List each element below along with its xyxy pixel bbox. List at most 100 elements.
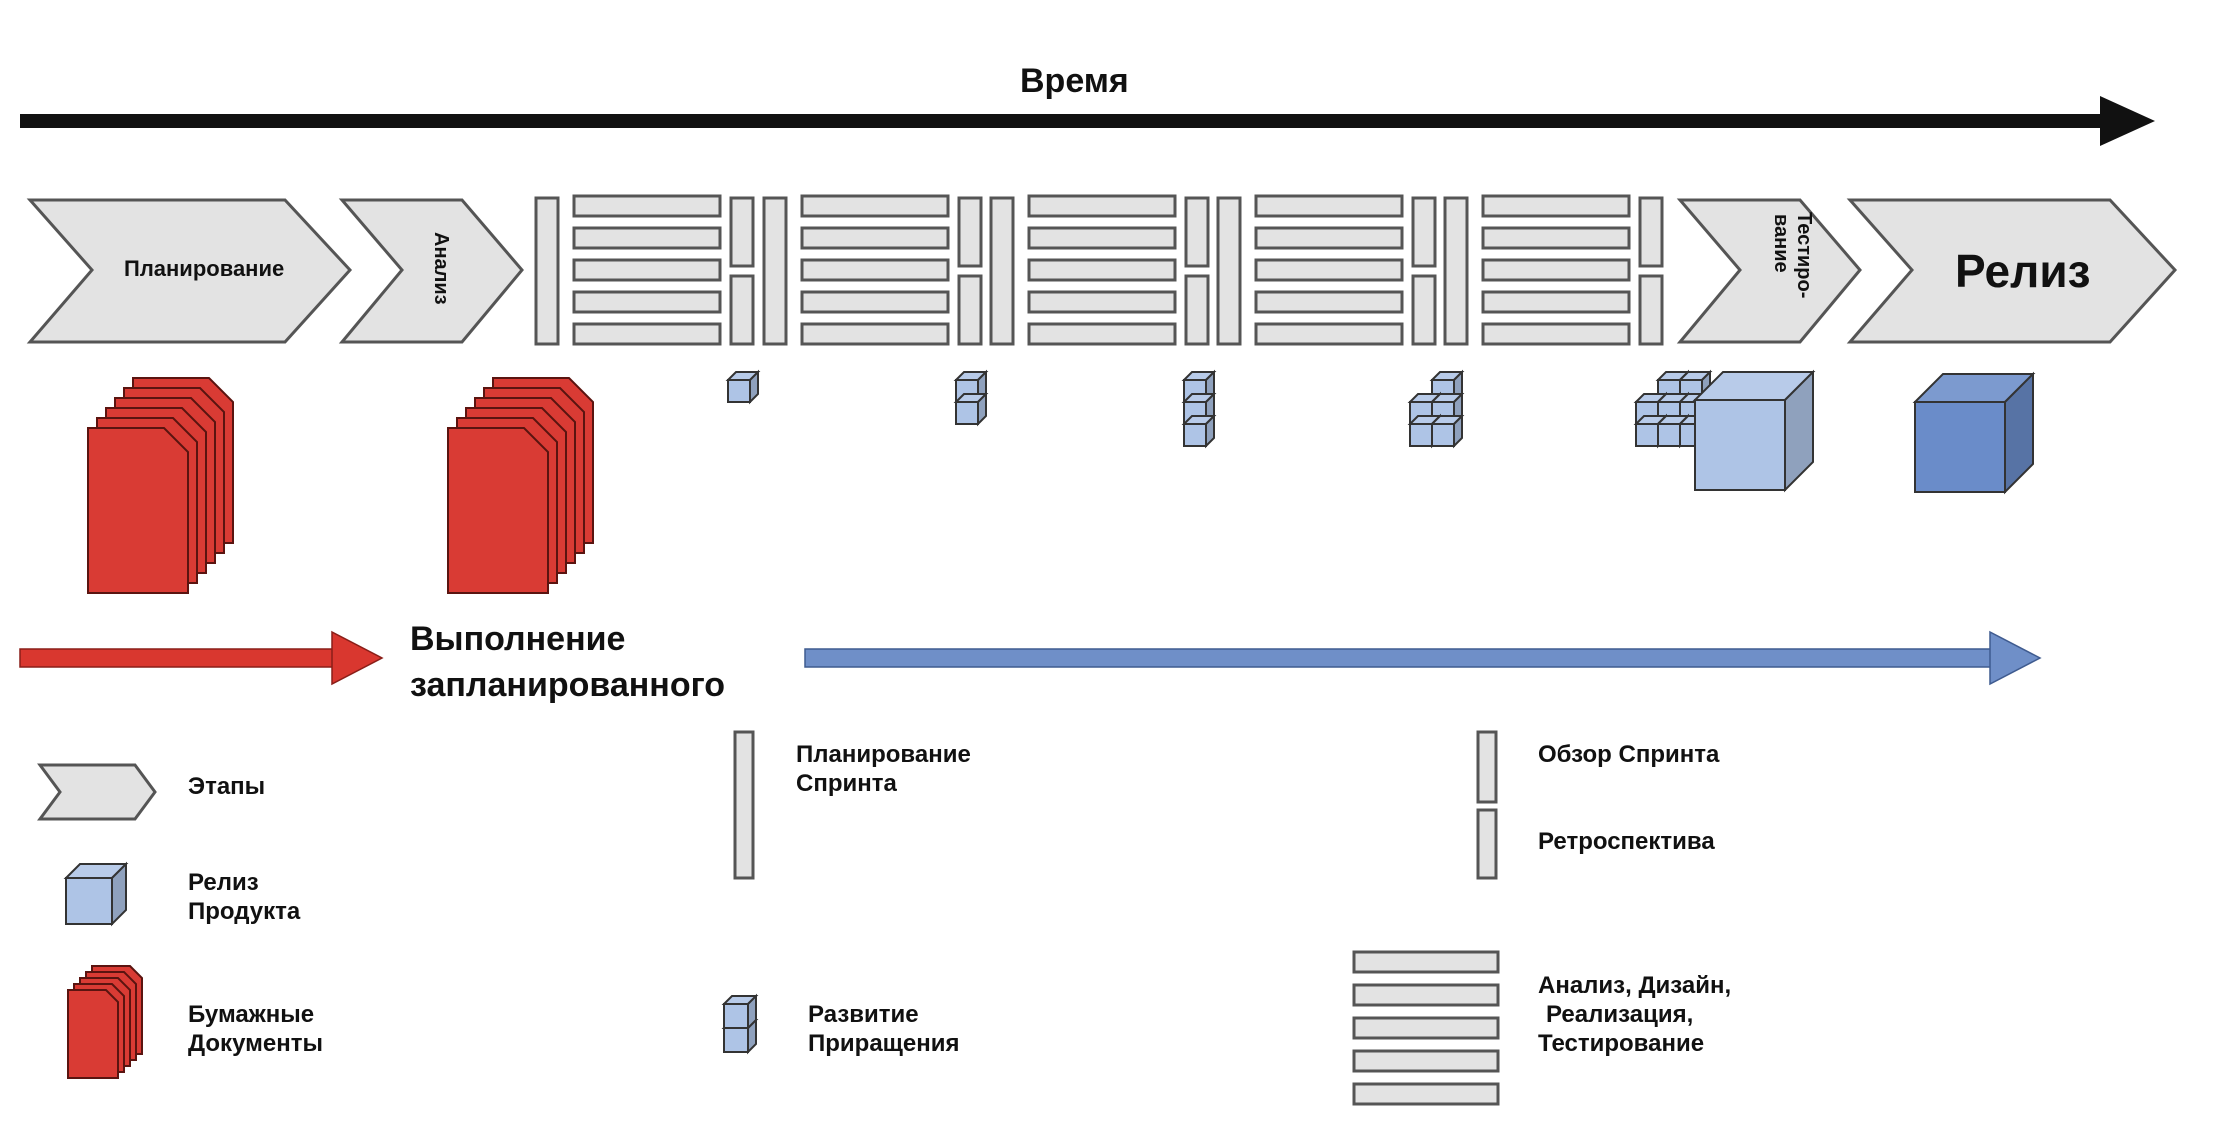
legend-work-bar (1352, 1016, 1500, 1040)
legend-work-bar (1352, 950, 1500, 974)
sprint-1 (534, 194, 755, 346)
sprint-planning-bar (989, 196, 1015, 346)
legend-chevron-icon (37, 763, 157, 821)
legend-increment-label-2: Приращения (808, 1030, 960, 1057)
increment-5 (1633, 369, 1713, 449)
legend-document-sheet (67, 989, 119, 1079)
increment-cube (1429, 413, 1465, 449)
legend-sprint-planning-bar (733, 730, 755, 880)
increment-cube-front (955, 401, 979, 425)
release-cubes-group (1692, 369, 2036, 495)
sprint-work-bar (1481, 290, 1631, 314)
increment-cube-front (1183, 423, 1207, 447)
legend-sprint-planning-label-2: Спринта (796, 770, 897, 797)
legend-sprint-review-label: Обзор Спринта (1538, 741, 1720, 768)
stage-release-label: Релиз (1955, 245, 2091, 297)
sprint-work-bar (1481, 322, 1631, 346)
legend-increment-cube-bottom (721, 1017, 759, 1055)
stage-planning-label: Планирование (124, 256, 285, 281)
sprint-work-bar (800, 194, 950, 218)
stage-analysis-chevron (338, 198, 524, 344)
sprint-work-bar (800, 258, 950, 282)
sprint-work-bar (1027, 258, 1177, 282)
time-arrow (20, 96, 2155, 146)
sprint-work-bar (1027, 226, 1177, 250)
analysis-documents (447, 377, 594, 594)
sprint-planning-bar (762, 196, 788, 346)
increment-1 (725, 369, 761, 405)
sprint-review-bar (1184, 196, 1210, 268)
sprint-work-bar (1481, 194, 1631, 218)
legend-paper-docs-icon (67, 965, 143, 1079)
legend-product-release-label-2: Продукта (188, 898, 301, 925)
sprint-planning-bar (1443, 196, 1469, 346)
sprint-work-bar (572, 290, 722, 314)
sprint-work-bar (1254, 258, 1404, 282)
planning-documents (87, 377, 234, 594)
sprint-work-bar (1254, 194, 1404, 218)
legend-paper-docs-label-1: Бумажные (188, 1001, 315, 1028)
legend-product-release-label-1: Релиз (188, 869, 259, 896)
sprint-work-bar (800, 226, 950, 250)
document-sheet (447, 427, 549, 594)
sprints-group (534, 194, 1664, 346)
sprint-work-bar (572, 194, 722, 218)
increment-cube (953, 391, 989, 427)
sprint-planning-bar (1216, 196, 1242, 346)
sprint-work-bar (800, 290, 950, 314)
sprint-work-bar (1481, 258, 1631, 282)
documents-group (87, 377, 594, 594)
legend-work-bars (1352, 950, 1500, 1106)
sprint-3 (989, 194, 1210, 346)
sprint-retrospective-bar (1411, 274, 1437, 346)
sprint-work-bar (1027, 322, 1177, 346)
sprint-retrospective-bar (729, 274, 755, 346)
sprint-work-bar (572, 226, 722, 250)
legend-sprint-planning-label-1: Планирование (796, 741, 971, 768)
sprint-review-bar (729, 196, 755, 268)
sprint-5 (1443, 194, 1664, 346)
sprint-review-bar (1638, 196, 1664, 268)
sprint-4 (1216, 194, 1437, 346)
increment-cube-front (1409, 423, 1433, 447)
sprint-review-bar (1411, 196, 1437, 268)
increment-2 (953, 369, 989, 427)
increment-cube-front (727, 379, 751, 403)
stage-planning-chevron (26, 198, 353, 344)
execution-label-2: запланированного (410, 666, 726, 704)
legend-cubes (63, 861, 759, 1079)
legend-increment-cube-top-front (723, 1003, 749, 1029)
increment-cube (1181, 413, 1217, 449)
sprint-work-bar (1254, 226, 1404, 250)
legend-stages-label: Этапы (188, 773, 266, 800)
legend-work-bar (1352, 1082, 1500, 1106)
sprint-planning-bar (534, 196, 560, 346)
increment-cube-front (1635, 423, 1659, 447)
legend-retrospective-label: Ретроспектива (1538, 828, 1715, 855)
sprint-work-bar (1254, 322, 1404, 346)
increment-cube (725, 369, 761, 405)
document-sheet (87, 427, 189, 594)
legend-increment-cube-bottom-front (723, 1027, 749, 1053)
sprint-work-bar (572, 322, 722, 346)
sprint-retrospective-bar (1638, 274, 1664, 346)
stage-testing-chevron (1676, 198, 1862, 344)
testing-release-cube (1692, 369, 1816, 493)
sprint-work-bar (1481, 226, 1631, 250)
final-release-cube (1912, 371, 2036, 495)
stage-testing-label-2: вание (1770, 214, 1792, 273)
execution-label-1: Выполнение (410, 620, 626, 658)
sprint-2 (762, 194, 983, 346)
legend-sprint-review-bar (1476, 730, 1498, 804)
time-axis-label: Время (1020, 62, 1129, 100)
sprint-retrospective-bar (1184, 274, 1210, 346)
legend-paper-docs-label-2: Документы (188, 1030, 323, 1057)
legend-work-label-1: Анализ, Дизайн, (1538, 972, 1732, 999)
legend-increment-cube-top (721, 993, 759, 1031)
legend-work-bar (1352, 1049, 1500, 1073)
sprint-work-bar (800, 322, 950, 346)
increment-4 (1407, 369, 1465, 449)
sprint-work-bar (1254, 290, 1404, 314)
sprint-work-bar (572, 258, 722, 282)
